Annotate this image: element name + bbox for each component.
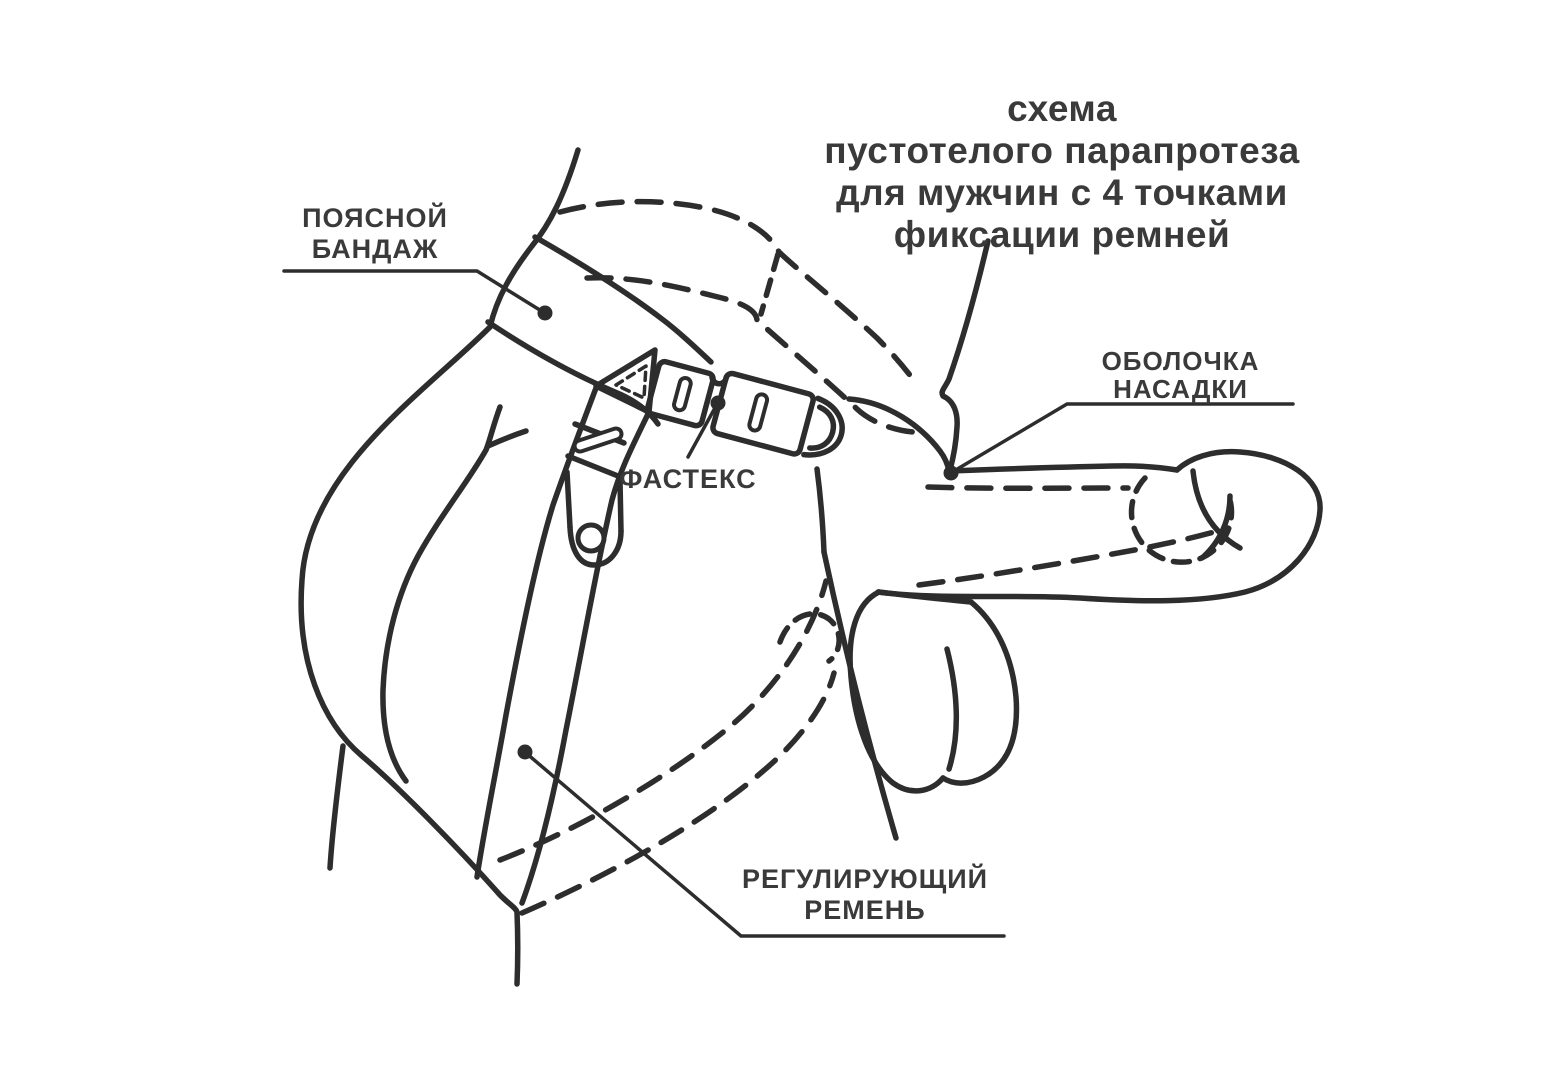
scrotum-top-line	[876, 589, 974, 605]
label-nozzle-sheath-line-2: НАСАДКИ	[1113, 374, 1248, 404]
body-outline	[298, 147, 991, 987]
abdomen-right-contour-line	[939, 238, 991, 473]
triangle-ring-inner-dashed	[614, 364, 648, 400]
glans-corona-line-1	[1190, 468, 1243, 551]
waist-bandage-leader-line	[282, 269, 545, 314]
label-nozzle-sheath: ОБОЛОЧКА НАСАДКИ	[1078, 347, 1283, 403]
strap-plate-bottom-arc	[567, 524, 624, 568]
hidden-strap-lower-dashed	[519, 670, 837, 916]
inner-thigh-line	[821, 549, 899, 841]
sheath-tip-and-bottom-line	[875, 448, 1323, 604]
belt-back-upper-dashed	[557, 198, 921, 389]
label-adjusting-strap-line-2: РЕМЕНЬ	[804, 895, 926, 925]
scrotum-right-lobe	[940, 599, 1020, 786]
label-adjusting-strap-line-1: РЕГУЛИРУЮЩИЙ	[741, 864, 989, 894]
inner-shaft-bottom-dashed	[916, 525, 1231, 588]
diagram-title-line-4: фиксации ремней	[893, 214, 1231, 255]
label-fastex: ФАСТЕКС	[598, 464, 778, 495]
label-waist-bandage-line-1: ПОЯСНОЙ	[302, 203, 448, 233]
adjusting-strap	[474, 385, 652, 906]
belt-top-edge	[532, 234, 714, 365]
strap-left-edge	[474, 385, 599, 880]
inner-glans-dashed-circle	[1128, 475, 1235, 565]
strap-plate-left-edge	[564, 469, 573, 530]
label-fastex-text: ФАСТЕКС	[619, 464, 757, 494]
leader-lines	[282, 269, 1295, 938]
outer-thigh-line	[327, 743, 346, 871]
pubis-line	[846, 396, 952, 474]
nozzle-sheath-leader-line	[952, 402, 1295, 473]
fastex-leader-dot	[710, 395, 726, 411]
fastex-notch	[709, 373, 730, 387]
waist-bandage-leader-dot	[537, 305, 553, 321]
hidden-strap-upper-dashed	[497, 578, 829, 863]
fastex-female-slot-core	[751, 396, 766, 429]
groin-crease-line	[380, 404, 503, 784]
diagram-title-line-3: для мужчин с 4 точками	[836, 172, 1288, 213]
belt-hidden-dashed	[557, 198, 921, 435]
label-adjusting-strap: РЕГУЛИРУЮЩИЙ РЕМЕНЬ	[735, 864, 995, 926]
inner-shaft-top-dashed	[925, 484, 1131, 491]
belt-back-fold-dashed	[758, 251, 781, 317]
fastex-male-slot-core	[676, 380, 689, 409]
strap-rivet	[575, 522, 607, 554]
scrotum-left-lobe	[847, 589, 946, 794]
fastex-body	[645, 358, 845, 458]
scrotum	[847, 589, 1020, 794]
hidden-strap-dashed	[497, 578, 842, 916]
perineum-line	[814, 466, 827, 555]
diagram-title-line-1: схема	[1007, 88, 1117, 129]
label-waist-bandage: ПОЯСНОЙ БАНДАЖ	[275, 203, 475, 265]
adjusting-strap-leader-line	[524, 751, 1006, 938]
adjusting-strap-leader-dot	[517, 744, 533, 760]
nozzle-sheath	[875, 448, 1323, 604]
nozzle-sheath-leader-dot	[943, 465, 959, 481]
scrotum-crease	[944, 646, 960, 772]
label-nozzle-sheath-line-1: ОБОЛОЧКА	[1101, 346, 1260, 376]
belt-end-cap-inner	[807, 404, 837, 451]
belt-end-cap-outer	[801, 395, 845, 458]
belt-back-lower-dashed	[584, 275, 917, 435]
torso-hip-contour-line	[298, 147, 581, 987]
groin-crease-branch	[485, 428, 529, 449]
fastex-leader-line	[686, 404, 718, 459]
sheath-top-line	[946, 463, 1180, 474]
strap-slider-slot-core	[576, 430, 620, 450]
strap-slider-lower-line	[565, 453, 621, 479]
diagram-title: схема пустотелого парапротеза для мужчин…	[782, 88, 1342, 256]
hidden-ring-dashed	[777, 611, 842, 664]
strap-plate-right-edge	[617, 477, 624, 534]
label-waist-bandage-line-2: БАНДАЖ	[311, 234, 439, 264]
strap-right-edge	[519, 409, 652, 906]
diagram-title-line-2: пустотелого парапротеза	[824, 130, 1300, 171]
fastex-male-part	[645, 358, 716, 429]
